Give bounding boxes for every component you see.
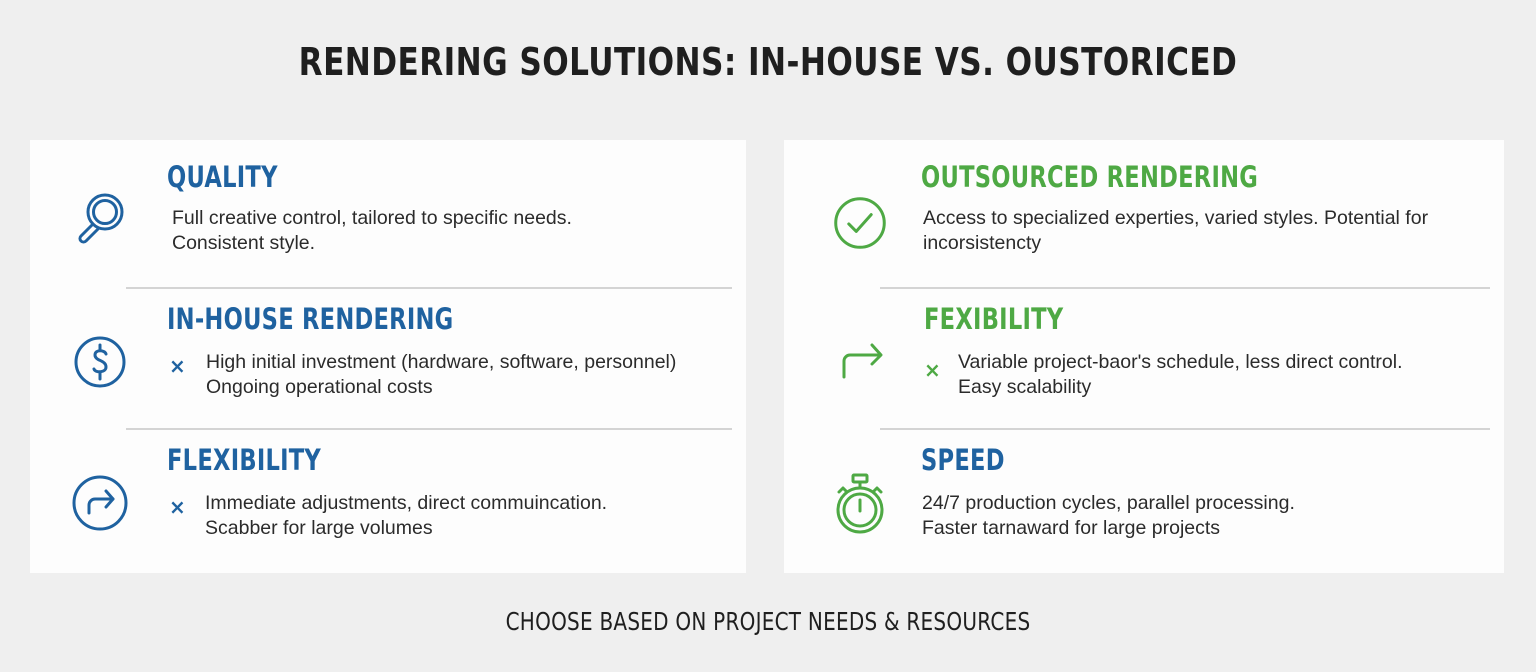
page-title: RENDERING SOLUTIONS: IN-HOUSE VS. OUSTOR… bbox=[298, 40, 1238, 84]
description-line: High initial investment (hardware, softw… bbox=[206, 351, 677, 373]
in-house-card: QUALITY Full creative control, tailored … bbox=[30, 140, 746, 573]
description-line: Easy scalability bbox=[958, 376, 1092, 398]
in-house-rendering-section: IN-HOUSE RENDERING × High initial invest… bbox=[30, 288, 746, 431]
description-line: Scabber for large volumes bbox=[205, 517, 433, 539]
description-line: 24/7 production cycles, parallel process… bbox=[922, 492, 1295, 514]
section-divider bbox=[880, 428, 1490, 430]
section-divider bbox=[880, 287, 1490, 289]
description-line: Full creative control, tailored to speci… bbox=[172, 207, 572, 229]
section-heading: FLEXIBILITY bbox=[167, 443, 322, 477]
section-description: Immediate adjustments, direct commuincat… bbox=[205, 491, 607, 541]
section-description: High initial investment (hardware, softw… bbox=[206, 350, 676, 400]
fexibility-section: FEXIBILITY × Variable project-baor's sch… bbox=[784, 288, 1504, 431]
description-line: Faster tarnaward for large projects bbox=[922, 517, 1221, 539]
section-heading: QUALITY bbox=[167, 160, 278, 194]
description-line: Consistent style. bbox=[172, 232, 316, 254]
section-divider bbox=[126, 287, 732, 289]
x-marker-icon: × bbox=[924, 358, 941, 382]
section-description: Access to specialized experties, varied … bbox=[923, 206, 1428, 256]
stopwatch-icon bbox=[832, 473, 888, 535]
footer-caption: CHOOSE BASED ON PROJECT NEEDS & RESOURCE… bbox=[505, 607, 1031, 636]
section-description: Full creative control, tailored to speci… bbox=[172, 206, 572, 256]
flexibility-section: FLEXIBILITY × Immediate adjustments, dir… bbox=[30, 429, 746, 572]
description-line: Access to specialized experties, varied … bbox=[923, 207, 1429, 229]
description-line: Ongoing operational costs bbox=[206, 376, 433, 398]
redirect-arrow-icon bbox=[836, 333, 886, 383]
speed-section: SPEED 24/7 production cycles, parallel p… bbox=[784, 429, 1504, 572]
magnifier-icon bbox=[70, 188, 130, 248]
section-description: 24/7 production cycles, parallel process… bbox=[922, 491, 1295, 541]
quality-section: QUALITY Full creative control, tailored … bbox=[30, 140, 746, 283]
section-divider bbox=[126, 428, 732, 430]
x-marker-icon: × bbox=[169, 495, 186, 519]
section-heading: SPEED bbox=[921, 443, 1005, 477]
section-heading: FEXIBILITY bbox=[924, 302, 1064, 336]
redirect-arrow-circle-icon bbox=[70, 473, 130, 533]
description-line: Variable project-baor's schedule, less d… bbox=[958, 351, 1403, 373]
check-circle-icon bbox=[832, 195, 888, 251]
section-description: Variable project-baor's schedule, less d… bbox=[958, 350, 1403, 400]
x-marker-icon: × bbox=[169, 354, 186, 378]
outsourced-card: OUTSOURCED RENDERING Access to specializ… bbox=[784, 140, 1504, 573]
outsourced-rendering-section: OUTSOURCED RENDERING Access to specializ… bbox=[784, 140, 1504, 283]
section-heading: OUTSOURCED RENDERING bbox=[921, 160, 1259, 194]
section-heading: IN-HOUSE RENDERING bbox=[167, 302, 454, 336]
dollar-circle-icon bbox=[70, 332, 130, 392]
description-line: Immediate adjustments, direct commuincat… bbox=[205, 492, 608, 514]
description-line: incorsistencty bbox=[923, 232, 1042, 254]
